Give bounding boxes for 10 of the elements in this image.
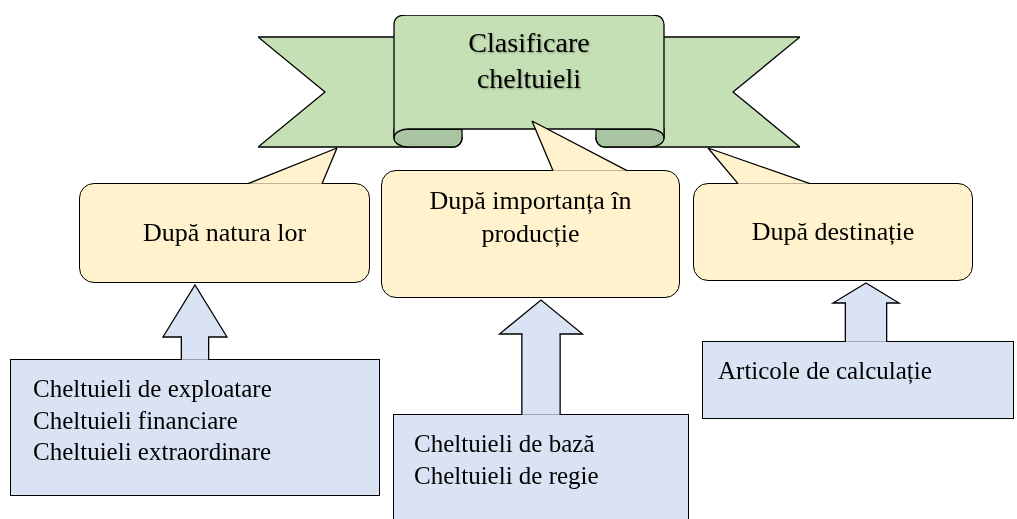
- list-item: Cheltuieli extraordinare: [33, 437, 273, 467]
- category-label: După destinație: [751, 215, 915, 248]
- list-item: Cheltuieli de exploatare: [33, 374, 273, 404]
- list-item: Cheltuieli de bază: [414, 429, 596, 459]
- list-item: Cheltuieli financiare: [33, 405, 239, 436]
- list-item: Articole de calculație: [718, 356, 933, 386]
- list-item: Cheltuieli de regie: [414, 460, 600, 491]
- category-label: După importanța în producție: [428, 185, 633, 250]
- category-label: După natura lor: [142, 216, 307, 249]
- banner-title: Clasificare cheltuieli: [467, 26, 591, 97]
